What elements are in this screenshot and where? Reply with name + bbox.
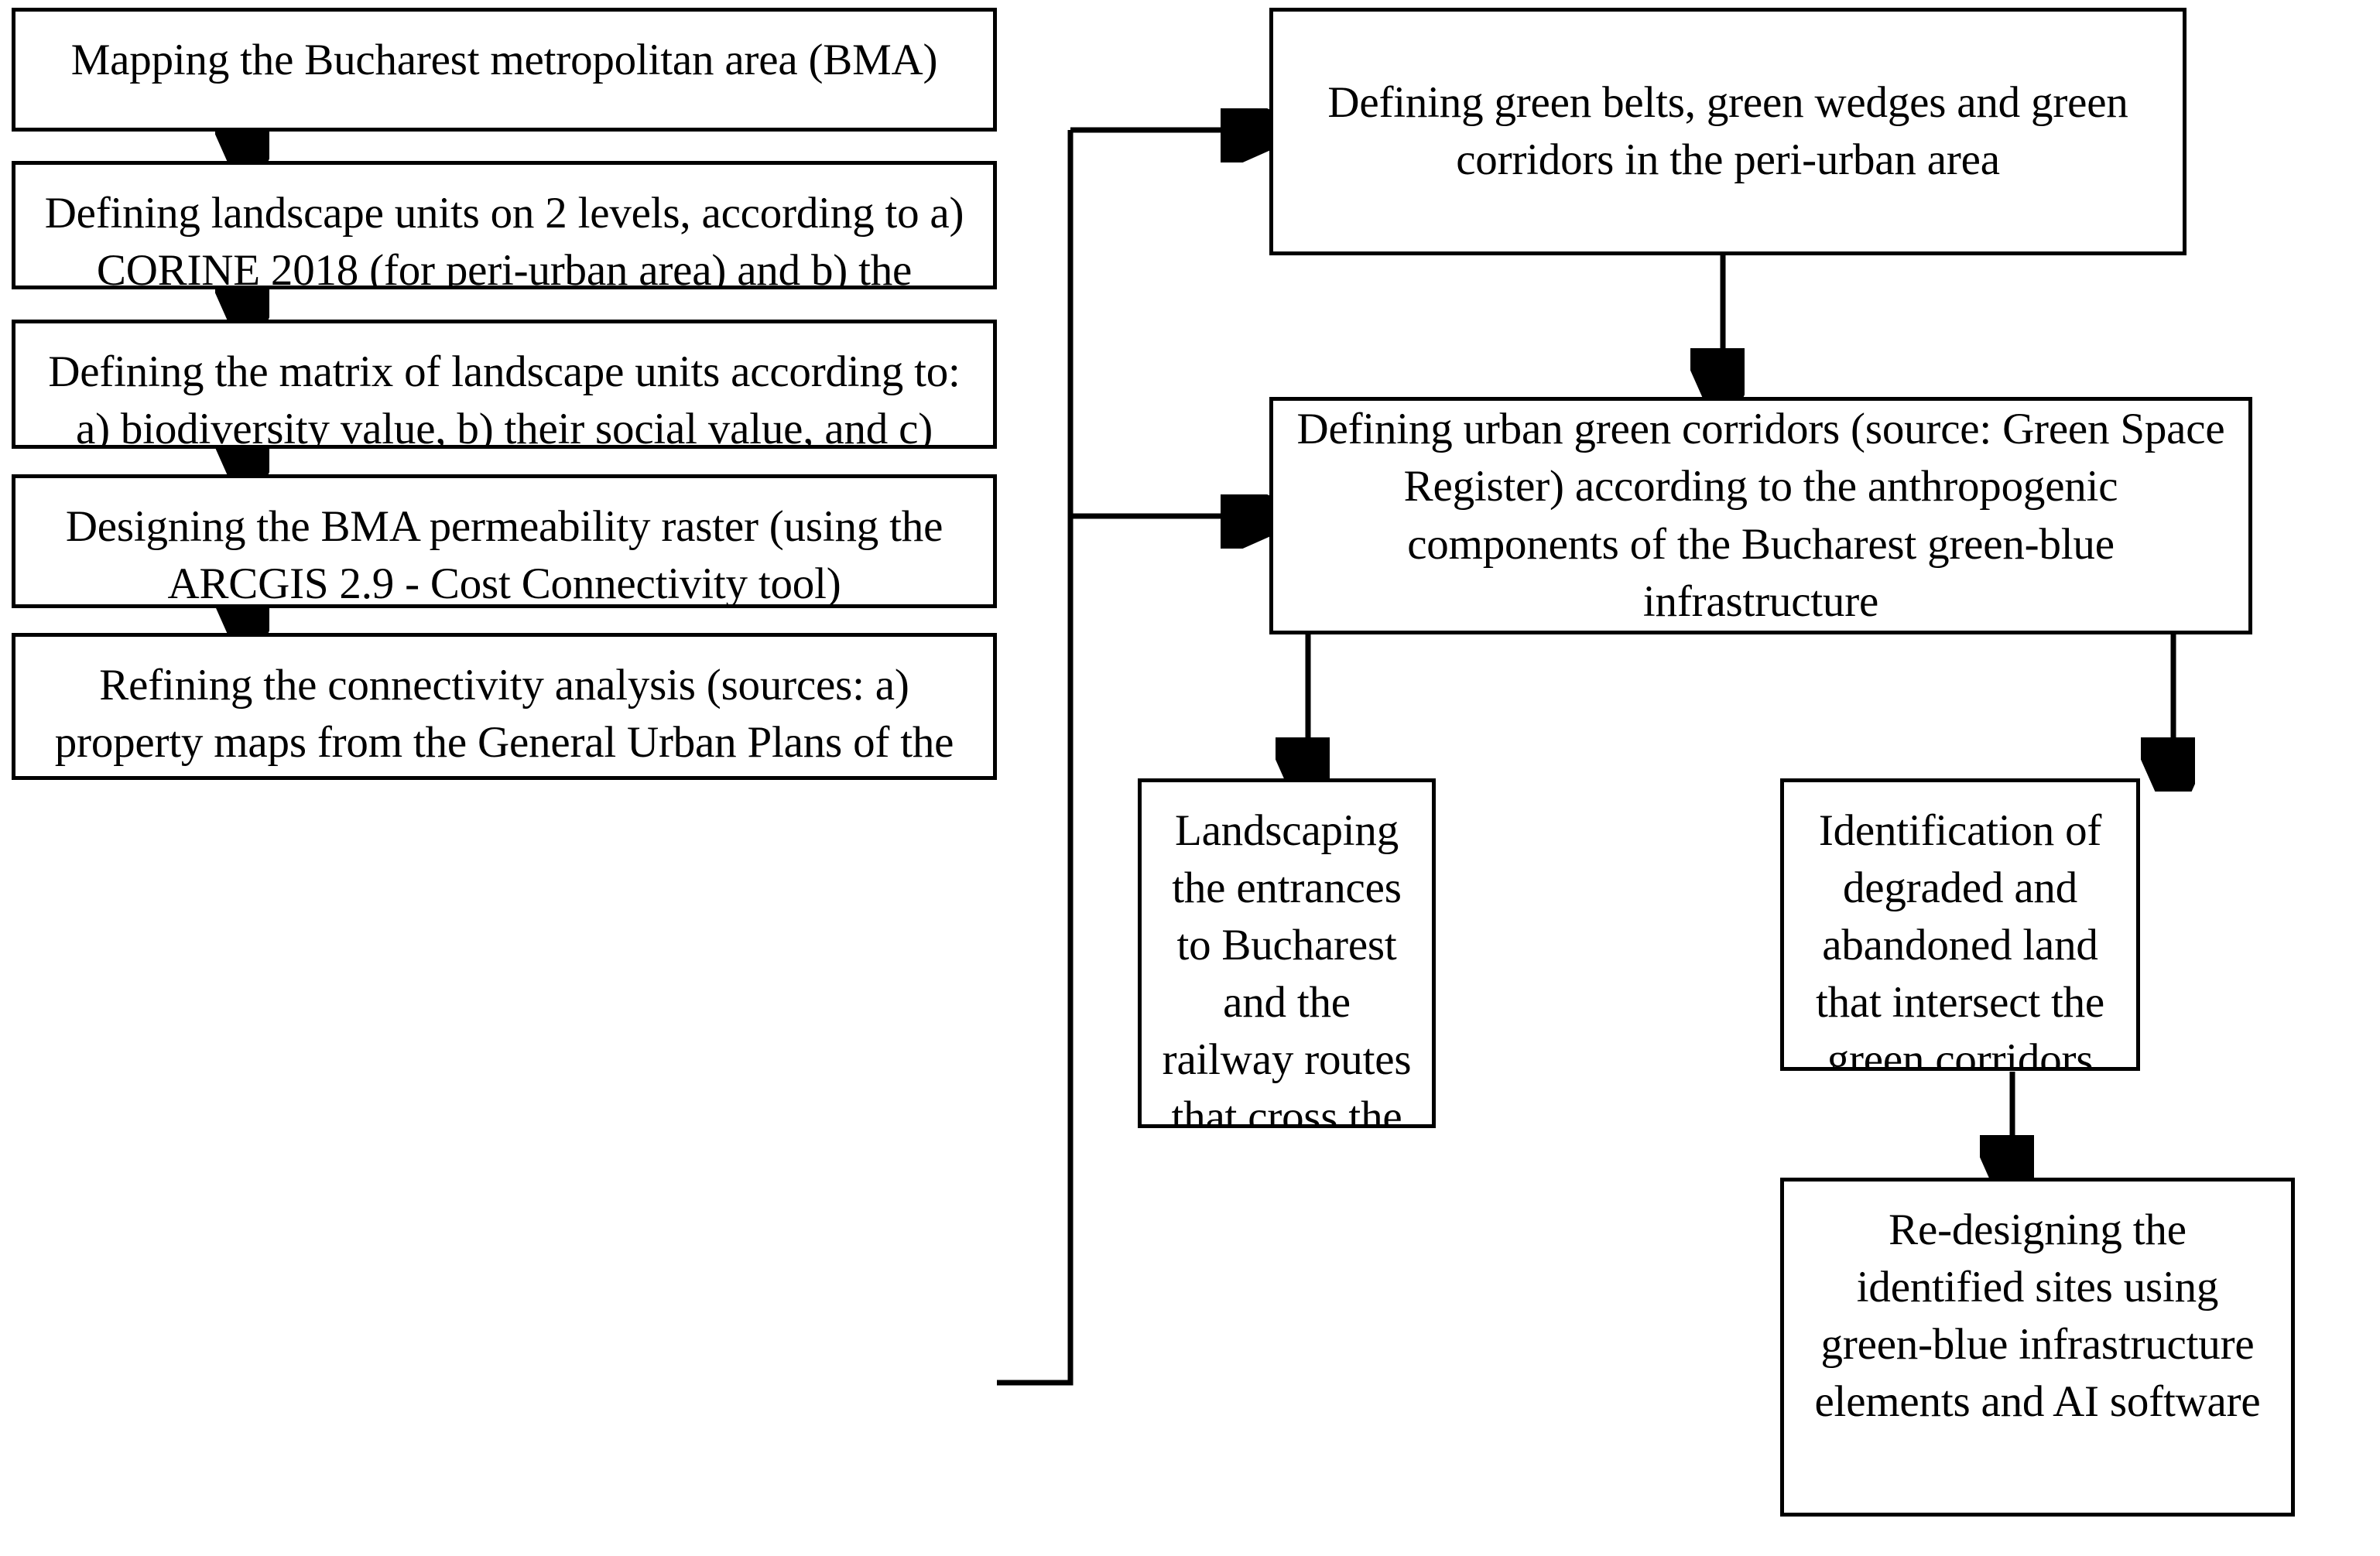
node-re-designing-identified-sites-label: Re-designing the identified sites using … — [1814, 1205, 2261, 1427]
node-identification-degraded-abandoned-land-label: Identification of degraded and abandoned… — [1815, 806, 2105, 1071]
node-defining-green-belts-wedges-corridors-label: Defining green belts, green wedges and g… — [1327, 77, 2128, 184]
node-defining-landscape-units[interactable]: Defining landscape units on 2 levels, ac… — [12, 161, 997, 289]
node-designing-bma-permeability-raster[interactable]: Designing the BMA permeability raster (u… — [12, 474, 997, 608]
node-landscaping-entrances-railway-label: Landscaping the entrances to Bucharest a… — [1162, 806, 1412, 1128]
wire-l5-trunk — [997, 130, 1074, 1386]
node-landscaping-entrances-railway[interactable]: Landscaping the entrances to Bucharest a… — [1138, 778, 1436, 1128]
node-defining-urban-green-corridors-label: Defining urban green corridors (source: … — [1296, 405, 2225, 626]
node-refining-connectivity-analysis-label: Refining the connectivity analysis (sour… — [54, 661, 954, 776]
node-defining-landscape-units-label: Defining landscape units on 2 levels, ac… — [44, 189, 964, 289]
node-identification-degraded-abandoned-land[interactable]: Identification of degraded and abandoned… — [1780, 778, 2140, 1071]
node-defining-urban-green-corridors[interactable]: Defining urban green corridors (source: … — [1269, 397, 2252, 634]
node-refining-connectivity-analysis[interactable]: Refining the connectivity analysis (sour… — [12, 633, 997, 780]
node-mapping-bma-label: Mapping the Bucharest metropolitan area … — [70, 36, 938, 84]
node-defining-matrix-landscape-units-label: Defining the matrix of landscape units a… — [48, 347, 961, 449]
node-defining-green-belts-wedges-corridors[interactable]: Defining green belts, green wedges and g… — [1269, 8, 2187, 255]
node-re-designing-identified-sites[interactable]: Re-designing the identified sites using … — [1780, 1178, 2295, 1517]
node-mapping-bma[interactable]: Mapping the Bucharest metropolitan area … — [12, 8, 997, 132]
node-designing-bma-permeability-raster-label: Designing the BMA permeability raster (u… — [65, 502, 943, 608]
node-defining-matrix-landscape-units[interactable]: Defining the matrix of landscape units a… — [12, 320, 997, 449]
